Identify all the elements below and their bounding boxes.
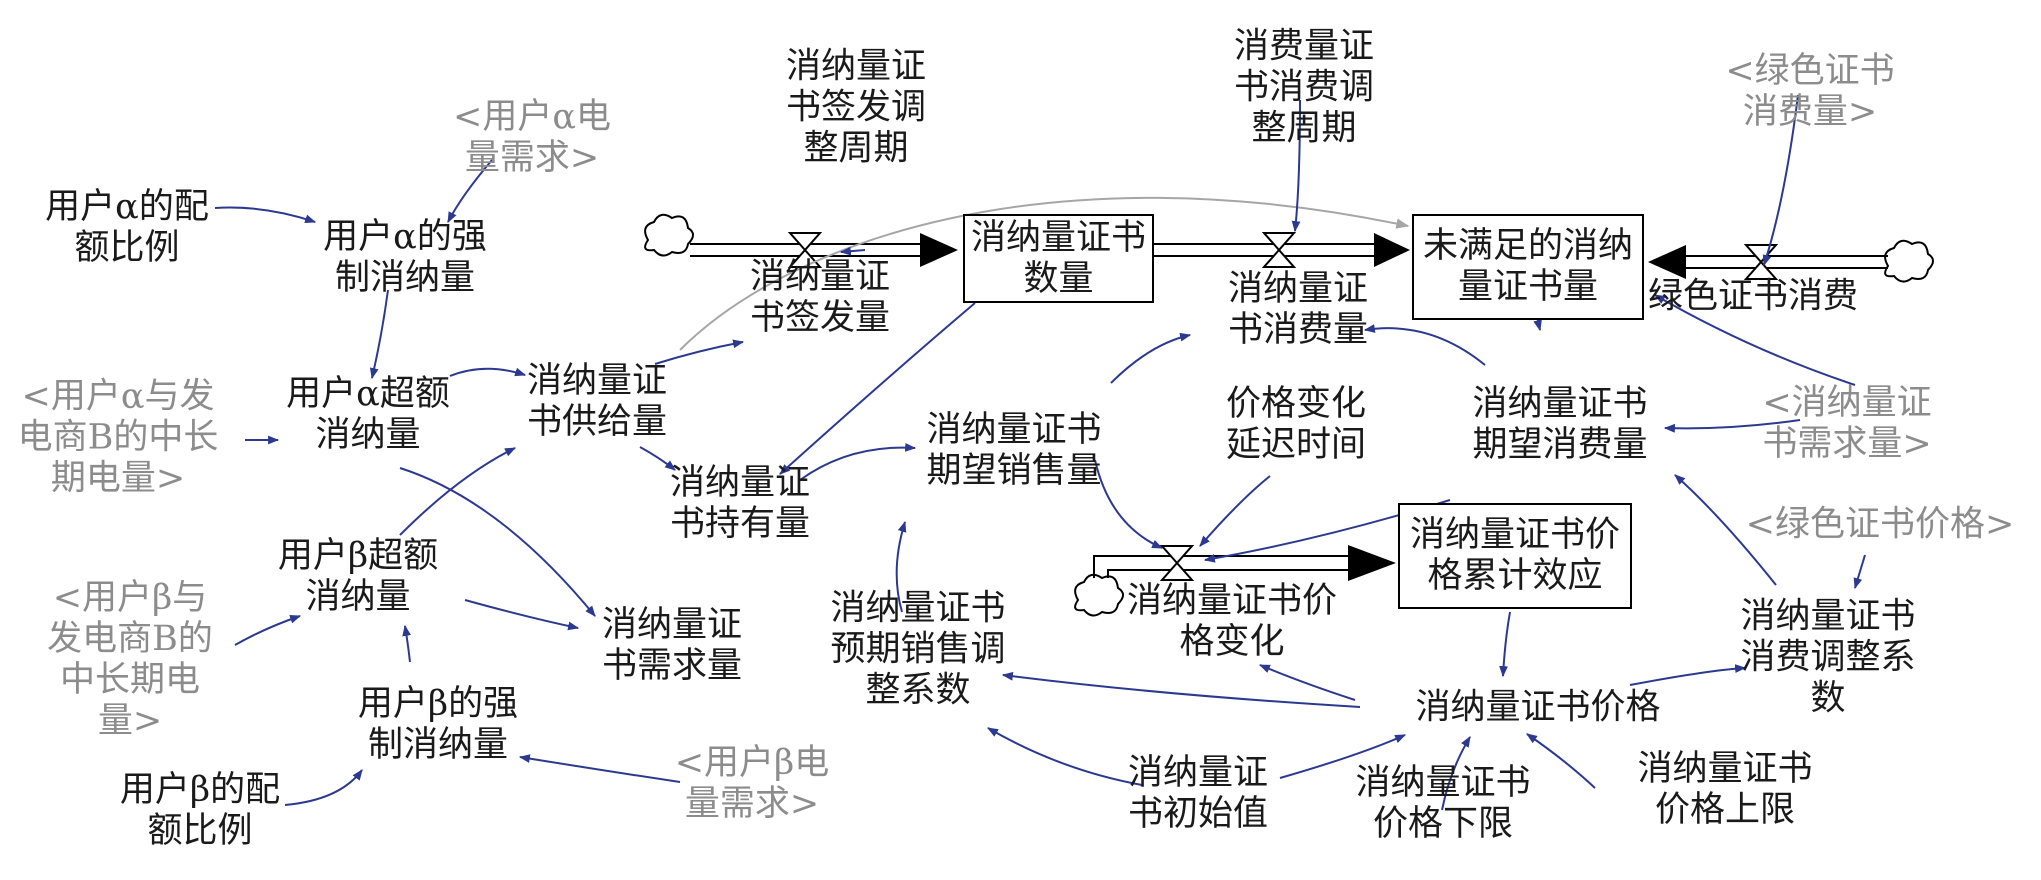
var-sales-coef: 消纳量证书 预期销售调 整系数 (830, 588, 1006, 711)
var-beta-forced: 用户β的强 制消纳量 (357, 684, 519, 765)
shadow-green-consume-qty: <绿色证书 消费量> (1725, 51, 1895, 132)
var-alpha-forced: 用户α的强 制消纳量 (323, 217, 487, 298)
var-demand-left: 消纳量证 书需求量 (601, 605, 743, 686)
cloud-source-green (1884, 239, 1934, 283)
valve-issue (787, 232, 823, 268)
var-alpha-excess: 用户α超额 消纳量 (286, 374, 450, 455)
valve-green (1743, 244, 1779, 280)
var-upper: 消纳量证书 价格上限 (1637, 749, 1813, 830)
var-initial: 消纳量证 书初始值 (1127, 753, 1269, 834)
shadow-alpha-contract: <用户α与发 电商B的中长 期电量> (17, 376, 219, 499)
stock-price-effect-label: 消纳量证书价 格累计效应 (1409, 515, 1620, 596)
shadow-alpha-demand: <用户α电 量需求> (453, 97, 611, 178)
var-delay: 价格变化 延迟时间 (1225, 384, 1367, 465)
stock-unmet-cert-label: 未满足的消纳 量证书量 (1422, 226, 1633, 307)
stock-cert-quantity-label: 消纳量证书 数量 (970, 217, 1146, 299)
cloud-source-issue (644, 213, 694, 257)
var-expected-sales: 消纳量证书 期望销售量 (926, 410, 1102, 491)
var-supply: 消纳量证 书供给量 (526, 361, 668, 442)
cloud-source-price (1074, 573, 1124, 617)
shadow-beta-demand: <用户β电 量需求> (674, 743, 830, 824)
var-holding: 消纳量证 书持有量 (669, 463, 811, 544)
var-price: 消纳量证书价格 (1415, 687, 1661, 728)
flow-consume-amount-label: 消纳量证 书消费量 (1227, 269, 1369, 350)
var-alpha-quota: 用户α的配 额比例 (45, 187, 209, 268)
shadow-beta-contract: <用户β与 发电商B的 中长期电 量> (47, 578, 213, 741)
var-consume-period: 消费量证 书消费调 整周期 (1233, 26, 1375, 149)
stock-unmet-cert[interactable]: 未满足的消纳 量证书量 (1412, 214, 1644, 320)
valve-consume (1261, 232, 1297, 268)
var-expected-consume: 消纳量证书 期望消费量 (1472, 384, 1648, 465)
var-beta-quota: 用户β的配 额比例 (119, 770, 281, 851)
stock-cert-quantity[interactable]: 消纳量证书 数量 (963, 214, 1154, 303)
flow-issue-amount-label: 消纳量证 书签发量 (749, 257, 891, 338)
var-beta-excess: 用户β超额 消纳量 (277, 536, 439, 617)
var-issue-period: 消纳量证 书签发调 整周期 (785, 46, 927, 169)
valve-price (1159, 545, 1195, 581)
flow-price-change-label: 消纳量证书价 格变化 (1126, 581, 1338, 662)
var-consume-coef: 消纳量证书 消费调整系 数 (1740, 596, 1916, 719)
stock-price-effect[interactable]: 消纳量证书价 格累计效应 (1398, 503, 1632, 609)
shadow-cert-demand: <消纳量证 书需求量> (1762, 383, 1932, 464)
shadow-green-price: <绿色证书价格> (1745, 504, 2015, 545)
flow-green-consume-label: 绿色证书消费 (1647, 276, 1859, 317)
var-lower: 消纳量证书 价格下限 (1355, 763, 1531, 844)
